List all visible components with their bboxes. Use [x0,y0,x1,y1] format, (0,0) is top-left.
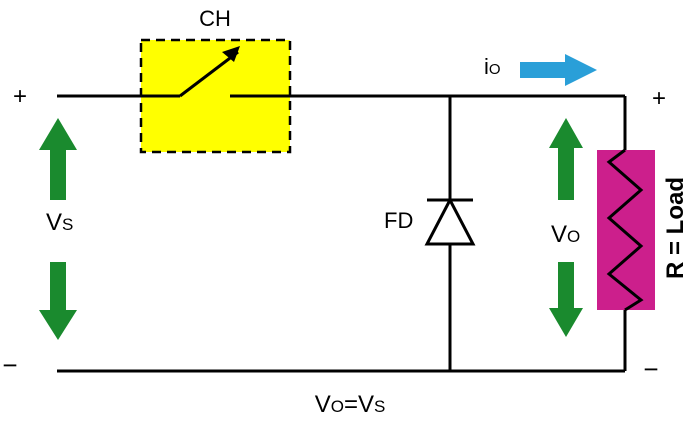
output-current-label: iO [484,54,501,79]
circuit-wires [57,94,627,373]
source-voltage-arrows [39,118,77,340]
plus-left-label: + [13,83,27,110]
io-arrow [520,54,597,86]
vo-up-arrow [549,118,583,200]
vs-up-arrow [39,118,77,200]
minus-right-label: − [643,354,658,384]
diode-icon [424,196,476,246]
plus-right-label: + [652,85,666,112]
diode-label: FD [384,208,413,233]
equation-label: VO=VS [315,391,386,418]
resistor-icon [597,148,655,312]
source-voltage-label: VS [46,209,73,236]
output-voltage-arrows [549,118,583,337]
load-label: R = Load [662,177,685,279]
minus-left-label: − [2,350,17,380]
chopper-label: CH [199,6,231,31]
vo-down-arrow [549,262,583,337]
output-voltage-label: VO [551,221,580,248]
vs-down-arrow [39,262,77,340]
switch-icon [179,46,240,98]
